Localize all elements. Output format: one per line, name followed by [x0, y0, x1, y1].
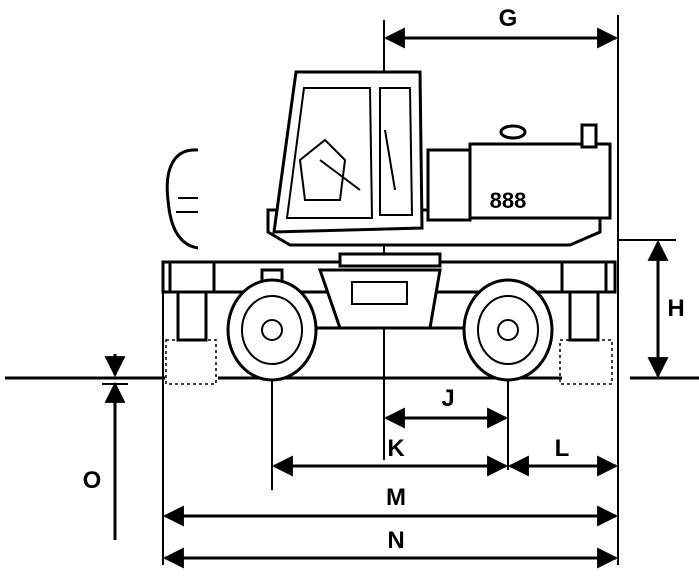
dimension-j-label: J [441, 385, 454, 412]
rear-wheel [462, 278, 554, 382]
dimension-m-label: M [386, 484, 406, 511]
dimension-o-arrow [102, 354, 128, 540]
front-blade [165, 148, 199, 250]
right-outrigger [559, 260, 613, 385]
operator-cab [272, 70, 424, 234]
dimension-k-label: K [387, 435, 405, 462]
chassis-frame [161, 252, 617, 330]
left-outrigger [165, 260, 217, 385]
dimension-l-label: L [555, 435, 570, 462]
engine-housing [426, 123, 612, 222]
machine-badge: 888 [490, 188, 527, 213]
dimension-o-label: O [83, 467, 102, 494]
front-wheel [226, 278, 318, 382]
dimension-g-label: G [499, 5, 518, 32]
dimension-h-label: H [667, 295, 684, 322]
dimension-n-label: N [387, 527, 404, 554]
